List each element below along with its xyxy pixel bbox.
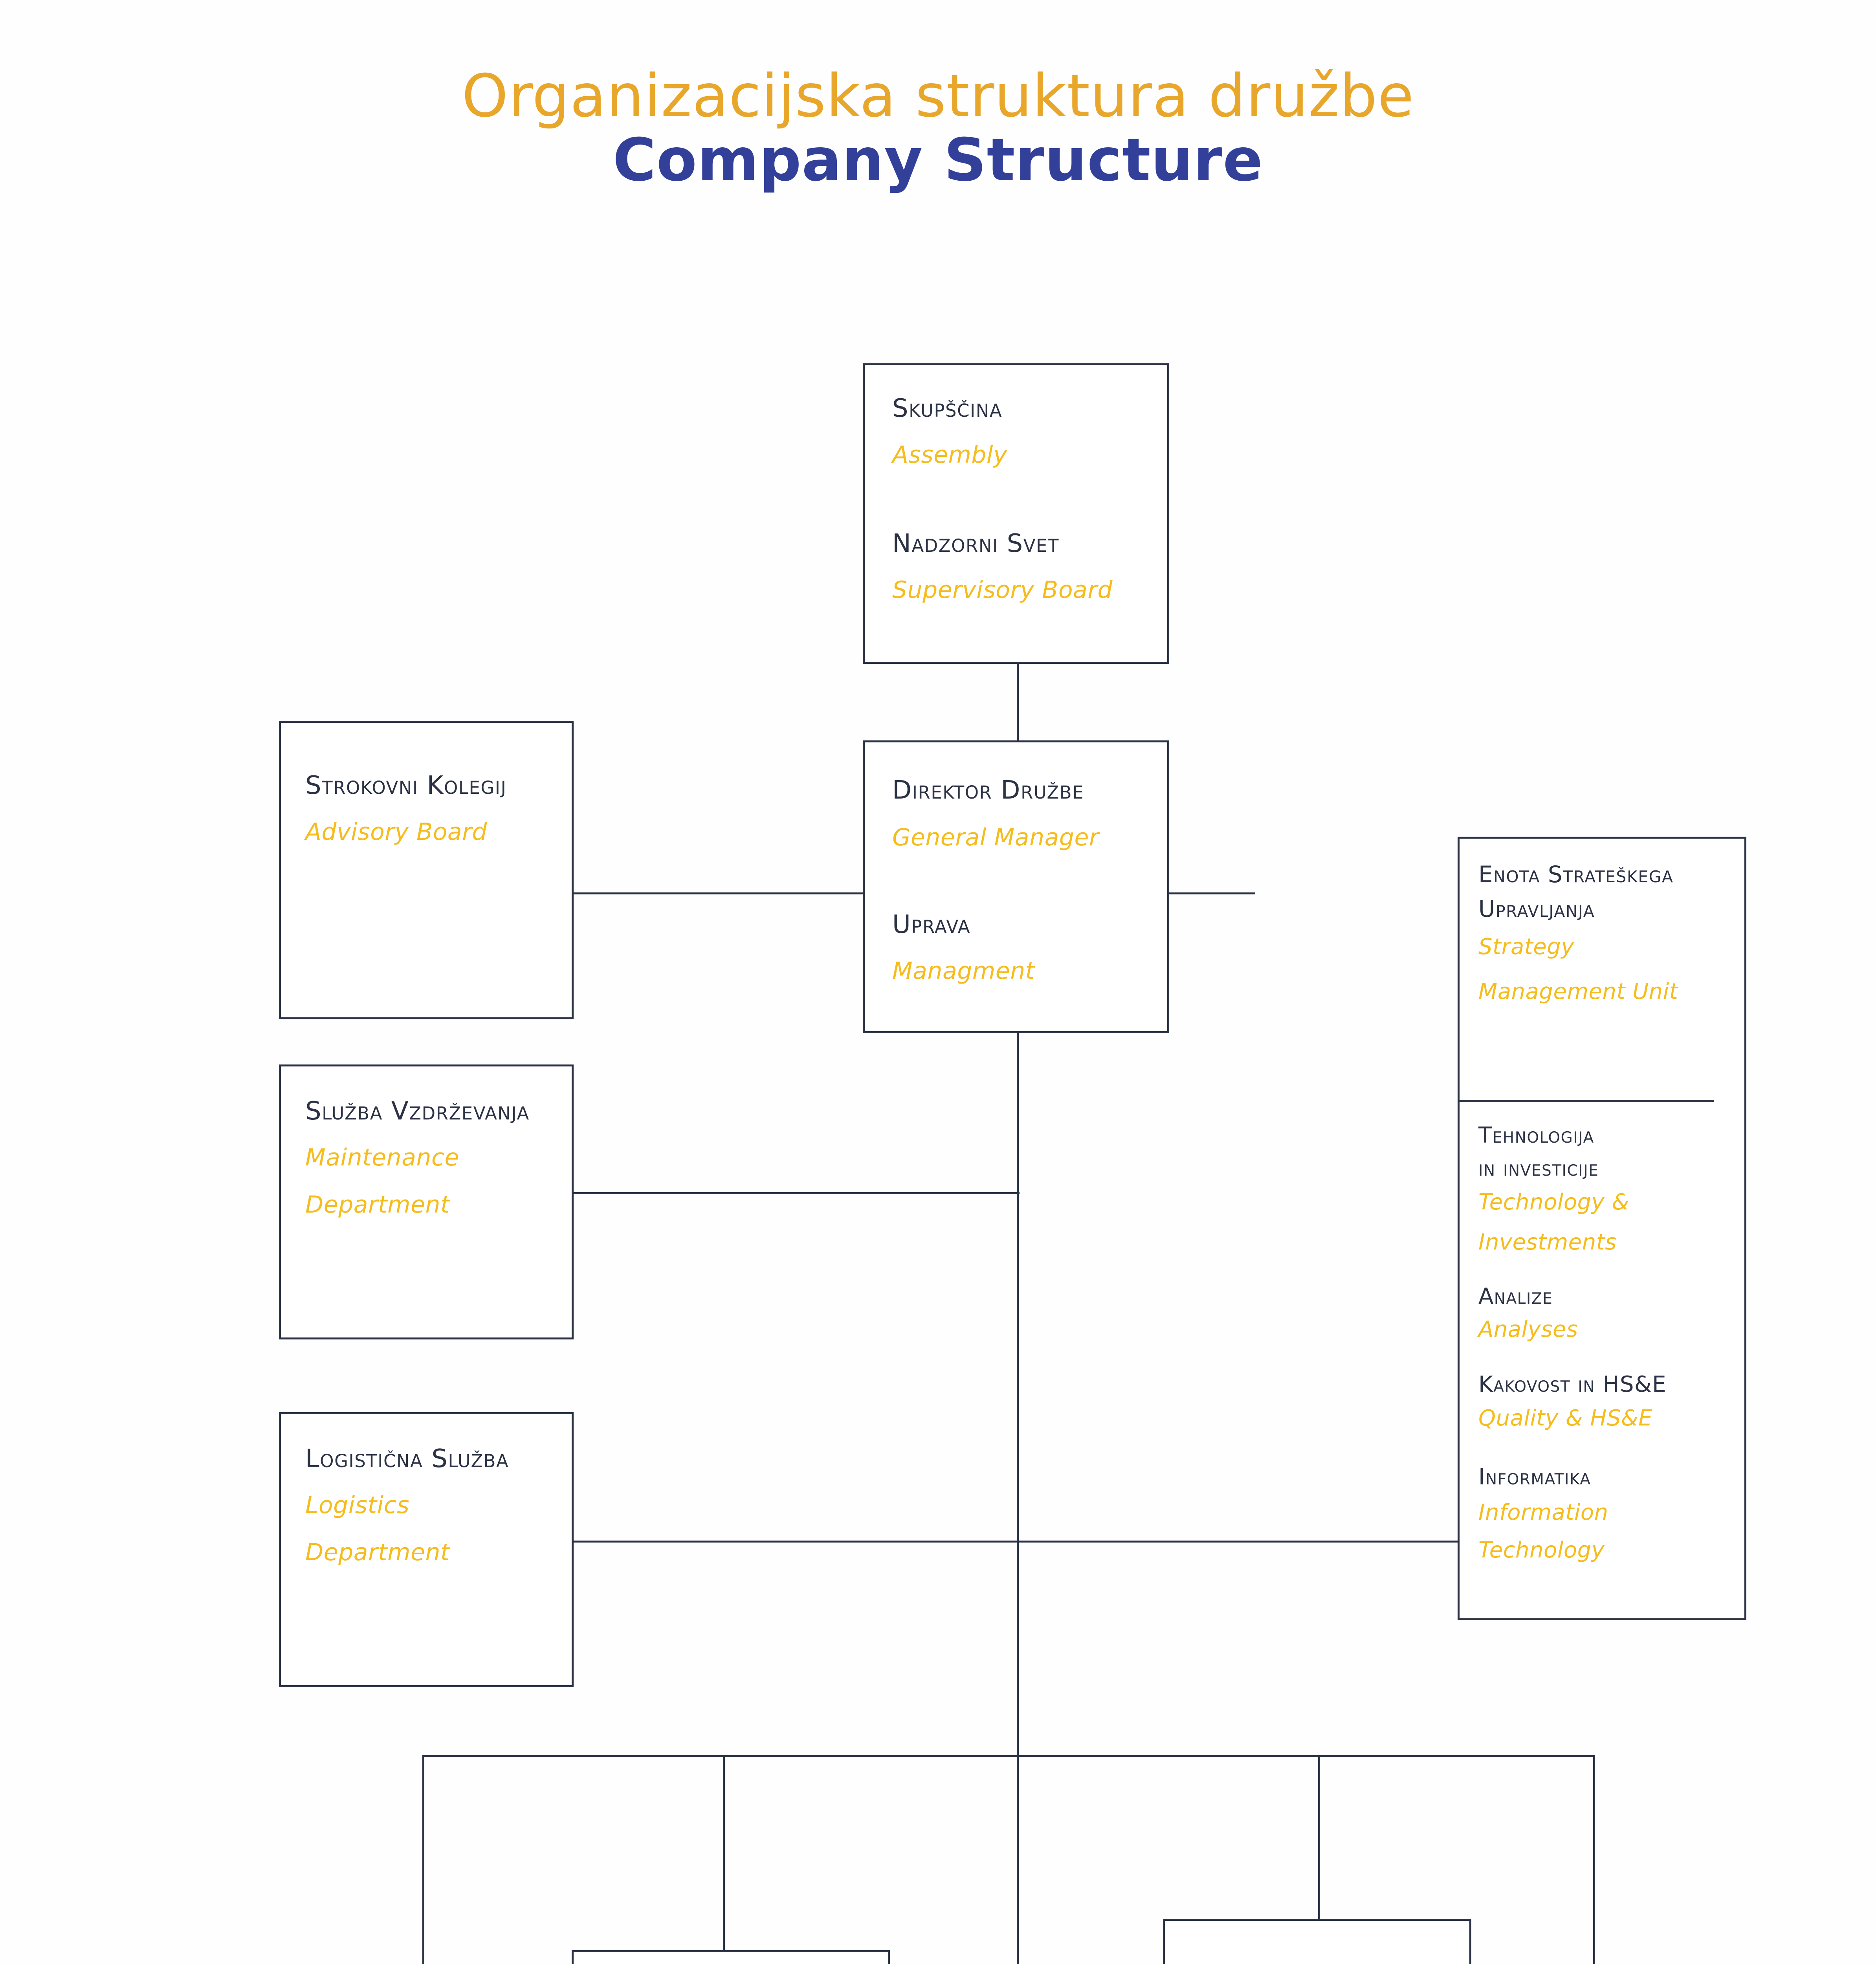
node-line: Department bbox=[305, 1191, 450, 1218]
node-line: Nadzorni Svet bbox=[892, 529, 1059, 558]
node-line: Tehnologija bbox=[1478, 1123, 1594, 1148]
connector-maintenance-to-spine bbox=[572, 1192, 1020, 1194]
node-line: Direktor Družbe bbox=[892, 776, 1084, 805]
node-line: Strokovni Kolegij bbox=[305, 771, 507, 800]
node-line: Assembly bbox=[892, 441, 1008, 469]
node-line: Management Unit bbox=[1478, 979, 1678, 1004]
node-line: Managment bbox=[892, 957, 1035, 985]
connector-assembly-to-manager bbox=[1017, 664, 1019, 754]
title-slovenian: Organizacijska struktura družbe bbox=[462, 62, 1414, 130]
node-human-resources[interactable]: Splošno Kadrovski Sektor Human Resources bbox=[1163, 1919, 1471, 1964]
node-line: Department bbox=[305, 1539, 450, 1566]
node-strategy-management-unit[interactable]: Enota Strateškega Upravljanja Strategy M… bbox=[1458, 837, 1746, 1620]
node-line: Technology & bbox=[1478, 1189, 1629, 1215]
node-line: Analize bbox=[1478, 1284, 1553, 1309]
connector-drop-footwear bbox=[1593, 1755, 1595, 1964]
node-line: Investments bbox=[1478, 1229, 1617, 1255]
node-line: Quality & HS&E bbox=[1478, 1405, 1653, 1431]
node-general-manager[interactable]: Direktor Družbe General Manager Uprava M… bbox=[863, 740, 1169, 1033]
node-line: Služba Vzdrževanja bbox=[305, 1097, 530, 1126]
node-line: Logistična Služba bbox=[305, 1444, 509, 1473]
node-advisory-board[interactable]: Strokovni Kolegij Advisory Board bbox=[279, 721, 574, 1019]
connector-drop-chemical bbox=[422, 1755, 424, 1964]
node-line: Informatika bbox=[1478, 1464, 1591, 1490]
node-line: Strategy bbox=[1478, 934, 1574, 960]
node-line: Upravljanja bbox=[1478, 896, 1595, 922]
node-line: General Manager bbox=[892, 824, 1099, 851]
node-maintenance-department[interactable]: Služba Vzdrževanja Maintenance Departmen… bbox=[279, 1064, 574, 1339]
connector-spine-to-strategy-unit bbox=[1017, 1541, 1459, 1543]
node-logistics-department[interactable]: Logistična Služba Logistics Department bbox=[279, 1412, 574, 1687]
connector-logistics-to-spine bbox=[572, 1541, 1020, 1543]
node-accounting-bookkeeping-department[interactable]: Sektor za Gospodarjenje Accounting & Boo… bbox=[572, 1950, 890, 1964]
node-line: Advisory Board bbox=[305, 818, 487, 846]
node-line: Supervisory Board bbox=[892, 576, 1113, 604]
node-assembly-supervisory-board[interactable]: Skupščina Assembly Nadzorni Svet Supervi… bbox=[863, 363, 1169, 664]
node-line: Kakovost in HS&E bbox=[1478, 1372, 1667, 1397]
node-line: in investicije bbox=[1478, 1156, 1599, 1181]
page-title: Organizacijska struktura družbe Company … bbox=[0, 67, 1876, 195]
connector-drop-wood bbox=[1017, 1755, 1019, 1964]
node-line: Skupščina bbox=[892, 394, 1003, 423]
title-english: Company Structure bbox=[612, 126, 1264, 194]
node-line: Information bbox=[1478, 1500, 1608, 1525]
connector-distribution-bar bbox=[422, 1755, 1595, 1757]
node-line: Logistics bbox=[305, 1491, 410, 1519]
node-line: Maintenance bbox=[305, 1144, 459, 1171]
node-line: Uprava bbox=[892, 910, 971, 939]
node-line: Technology bbox=[1478, 1537, 1605, 1563]
node-line: Enota Strateškega bbox=[1478, 861, 1674, 888]
connector-drop-hr bbox=[1318, 1755, 1320, 1951]
strategy-unit-divider bbox=[1460, 1100, 1714, 1102]
connector-drop-accounting bbox=[723, 1755, 725, 1951]
connector-main-spine bbox=[1017, 1033, 1019, 1756]
node-line: Analyses bbox=[1478, 1317, 1578, 1342]
